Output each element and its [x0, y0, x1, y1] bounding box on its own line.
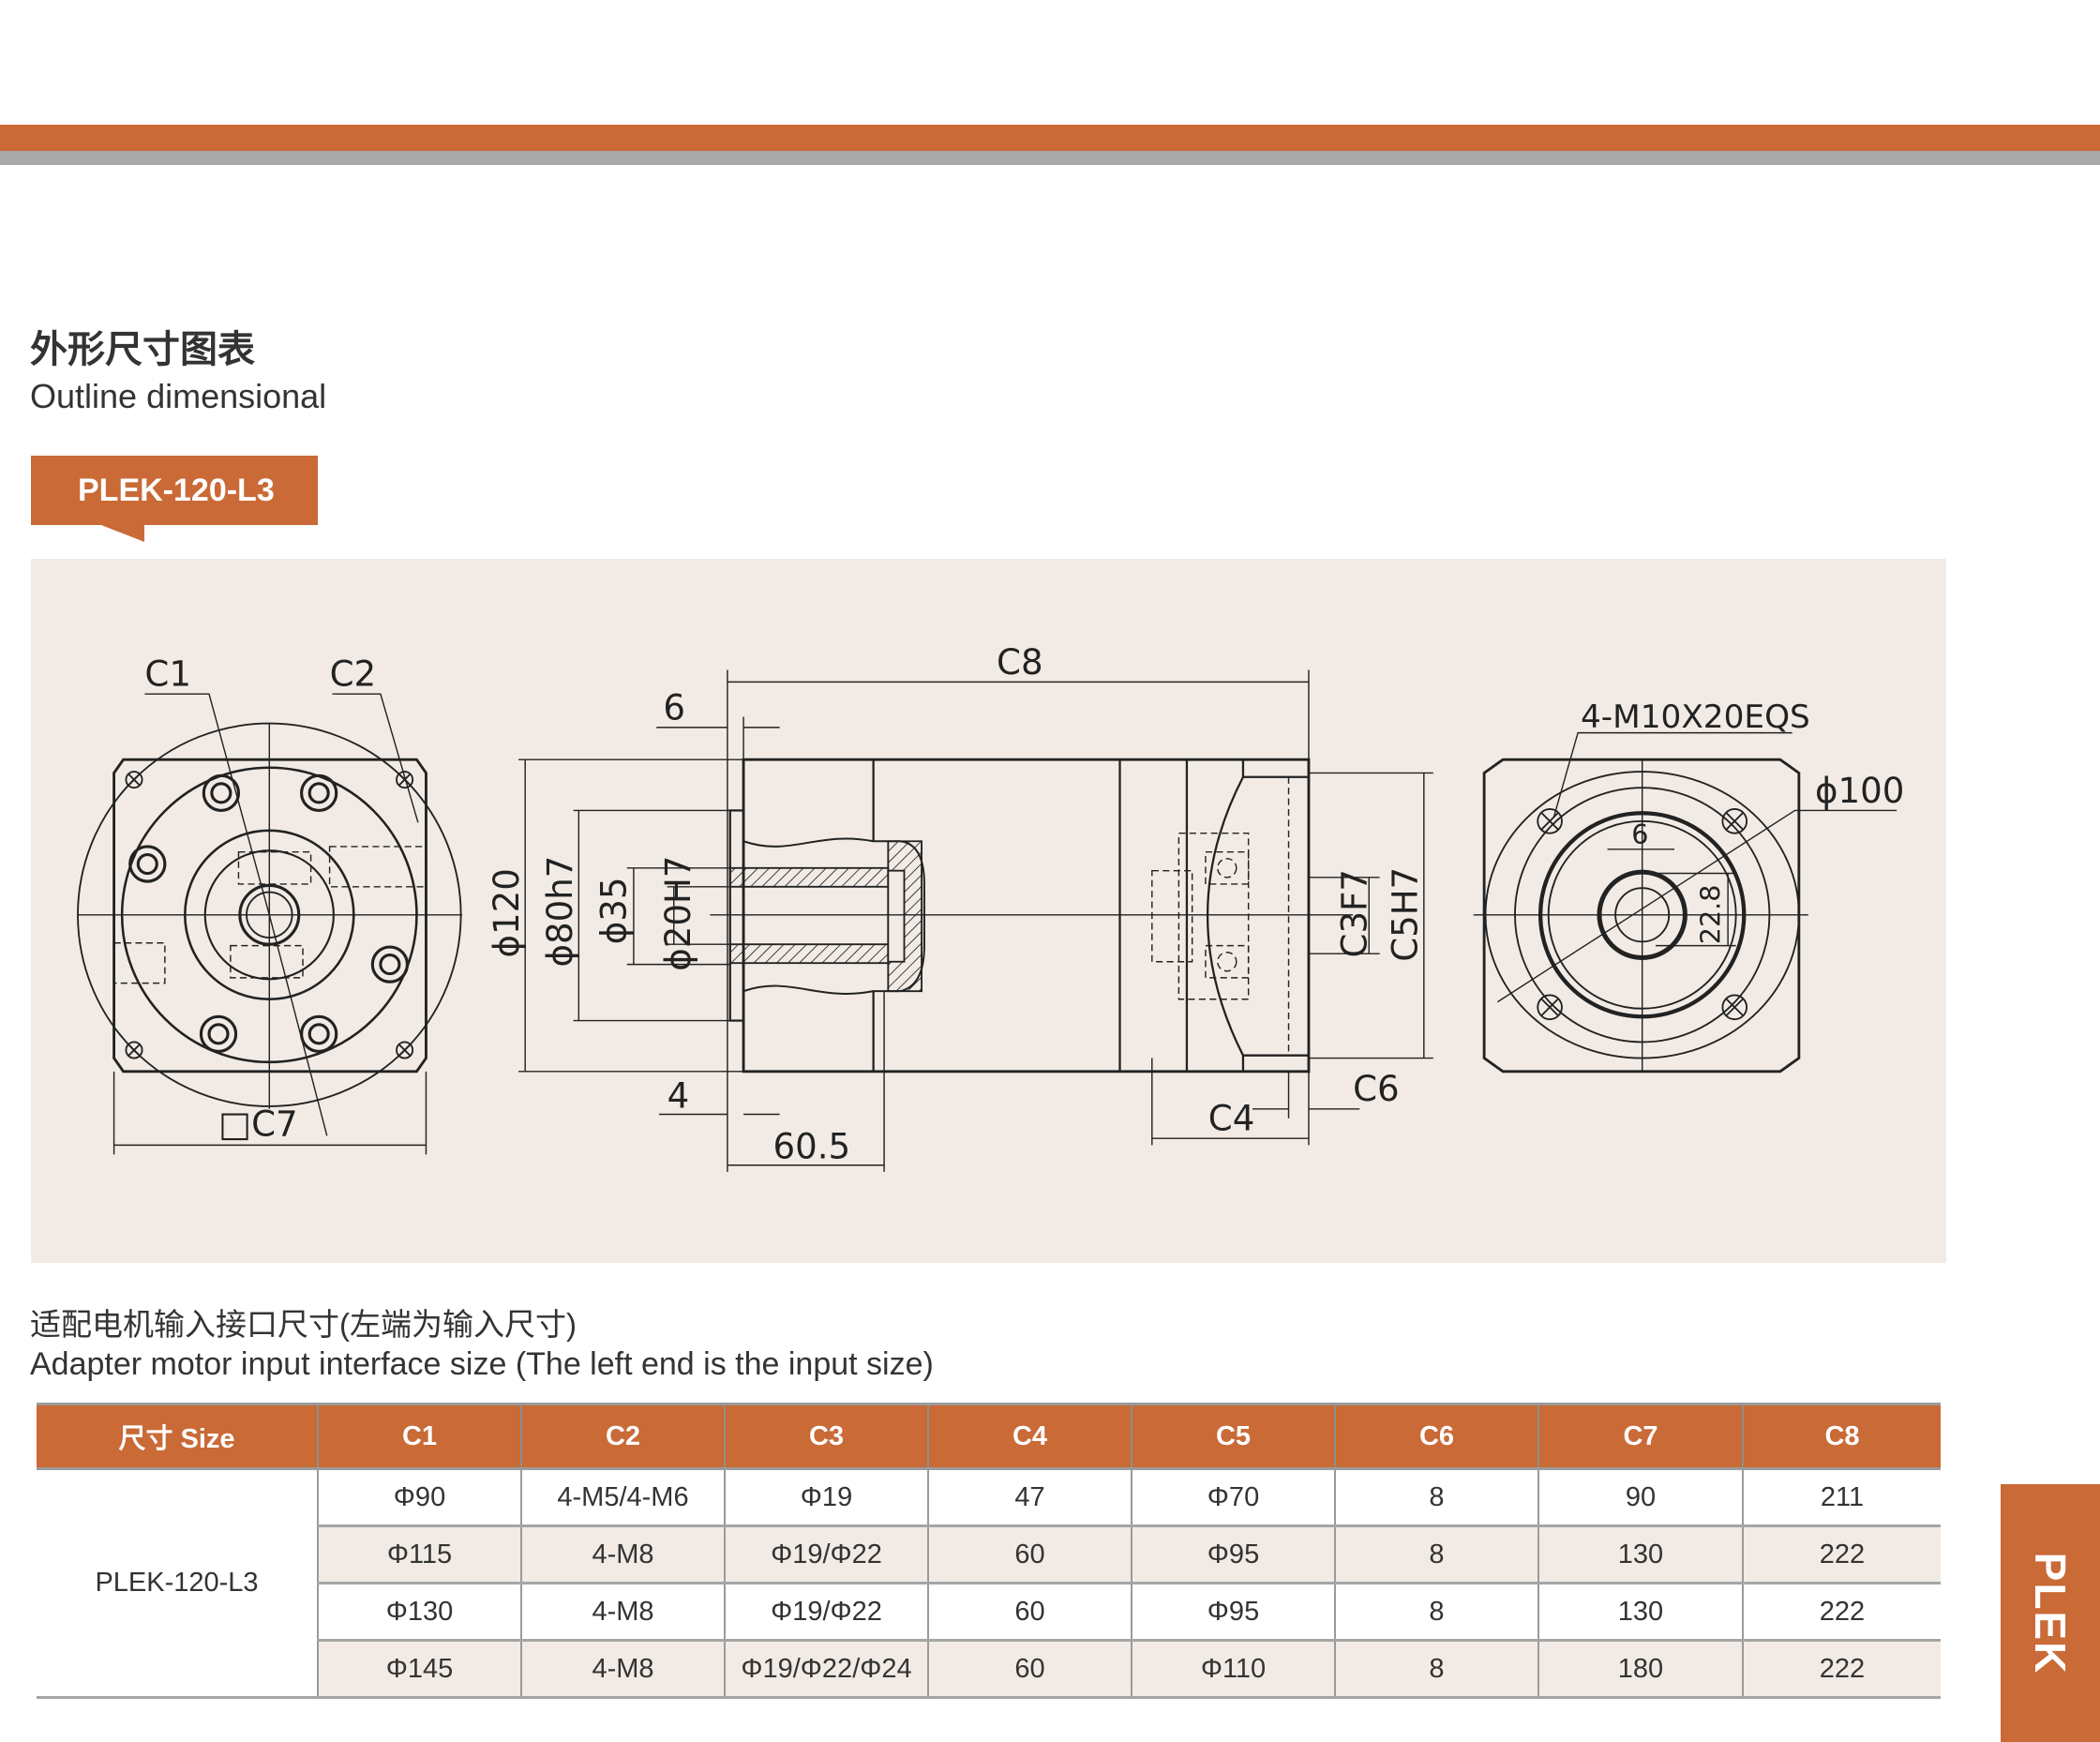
- cell-c2: 4-M5/4-M6: [520, 1468, 725, 1527]
- side-view: C8 6 4 60.5 C4 C6 ϕ120 ϕ80h7 ϕ35 ϕ20H7 C…: [487, 642, 1433, 1172]
- col-header-c2: C2: [520, 1403, 725, 1470]
- cell-c3: Φ19: [724, 1468, 928, 1527]
- cell-c5: Φ95: [1131, 1525, 1335, 1584]
- model-tag: PLEK-120-L3: [31, 456, 318, 525]
- label-d120: ϕ120: [487, 868, 527, 957]
- dimension-drawing: C1 C2 □C7: [77, 642, 1904, 1172]
- table-row: Φ145 4-M8 Φ19/Φ22/Φ24 60 Φ110 8 180 222: [37, 1640, 1941, 1699]
- label-c5h7: C5H7: [1386, 867, 1426, 962]
- label-dim-60-5: 60.5: [772, 1127, 850, 1167]
- cell-c7: 130: [1538, 1525, 1743, 1584]
- cell-c1: Φ145: [317, 1640, 521, 1699]
- cell-c4: 60: [927, 1583, 1132, 1642]
- table-title-cn: 适配电机输入接口尺寸(左端为输入尺寸): [30, 1307, 577, 1342]
- table-header-row: 尺寸 Size C1 C2 C3 C4 C5 C6 C7 C8: [37, 1403, 1941, 1470]
- col-header-c5: C5: [1131, 1403, 1335, 1470]
- brand-side-tab: PLEK: [2001, 1484, 2100, 1742]
- cell-c2: 4-M8: [520, 1525, 725, 1584]
- cell-c7: 180: [1538, 1640, 1743, 1699]
- label-c3f7: C3F7: [1334, 869, 1374, 958]
- cell-c5: Φ70: [1131, 1468, 1335, 1527]
- table-title-en: Adapter motor input interface size (The …: [30, 1346, 934, 1382]
- cell-c8: 222: [1742, 1525, 1941, 1584]
- label-d20h7: ϕ20H7: [658, 856, 698, 971]
- cell-c3: Φ19/Φ22: [724, 1525, 928, 1584]
- label-c4: C4: [1208, 1099, 1255, 1139]
- table-row: PLEK-120-L3 Φ90 4-M5/4-M6 Φ19 47 Φ70 8 9…: [37, 1468, 1941, 1699]
- cell-c8: 222: [1742, 1640, 1941, 1699]
- adapter-size-table: 尺寸 Size C1 C2 C3 C4 C5 C6 C7 C8 PLEK-120…: [37, 1403, 1941, 1699]
- input-end-view: C1 C2 □C7: [77, 654, 463, 1155]
- label-thread: 4-M10X20EQS: [1581, 698, 1810, 736]
- label-dim-4: 4: [668, 1075, 690, 1116]
- cell-c1: Φ115: [317, 1525, 521, 1584]
- header-grey-bar: [0, 151, 2100, 165]
- cell-c1: Φ90: [317, 1468, 521, 1527]
- cell-c6: 8: [1334, 1468, 1538, 1527]
- cell-c2: 4-M8: [520, 1640, 725, 1699]
- table-row: Φ115 4-M8 Φ19/Φ22 60 Φ95 8 130 222: [37, 1525, 1941, 1584]
- cell-c5: Φ110: [1131, 1640, 1335, 1699]
- col-header-c6: C6: [1334, 1403, 1538, 1470]
- header-accent-bar: [0, 125, 2100, 151]
- col-header-size: 尺寸 Size: [37, 1403, 318, 1470]
- label-dim-6: 6: [663, 687, 685, 728]
- model-tag-tail: [101, 525, 144, 542]
- label-key-width: 6: [1631, 818, 1648, 850]
- label-c8: C8: [997, 642, 1043, 683]
- label-c1: C1: [144, 654, 191, 695]
- col-header-c3: C3: [724, 1403, 928, 1470]
- col-header-c4: C4: [927, 1403, 1132, 1470]
- section-title-en: Outline dimensional: [30, 377, 327, 415]
- dimension-drawing-panel: C1 C2 □C7: [31, 559, 1946, 1263]
- size-cell: PLEK-120-L3: [37, 1468, 318, 1699]
- label-c7: □C7: [218, 1104, 298, 1144]
- cell-c5: Φ95: [1131, 1583, 1335, 1642]
- cell-c3: Φ19/Φ22: [724, 1583, 928, 1642]
- label-c6: C6: [1353, 1069, 1400, 1109]
- cell-c7: 130: [1538, 1583, 1743, 1642]
- cell-c8: 222: [1742, 1583, 1941, 1642]
- label-key-height: 22.8: [1695, 885, 1727, 945]
- output-end-view: 4-M10X20EQS ϕ100 6 22.8: [1473, 698, 1904, 1074]
- cell-c3: Φ19/Φ22/Φ24: [724, 1640, 928, 1699]
- label-d35: ϕ35: [593, 877, 634, 944]
- cell-c7: 90: [1538, 1468, 1743, 1527]
- cell-c6: 8: [1334, 1525, 1538, 1584]
- label-d80h7: ϕ80h7: [540, 856, 580, 968]
- cell-c4: 60: [927, 1640, 1132, 1699]
- cell-c6: 8: [1334, 1640, 1538, 1699]
- col-header-c8: C8: [1742, 1403, 1941, 1470]
- label-c2: C2: [330, 654, 377, 695]
- col-header-c1: C1: [317, 1403, 521, 1470]
- brand-side-tab-label: PLEK: [2026, 1552, 2075, 1674]
- cell-c4: 47: [927, 1468, 1132, 1527]
- table-row: Φ130 4-M8 Φ19/Φ22 60 Φ95 8 130 222: [37, 1583, 1941, 1642]
- cell-c4: 60: [927, 1525, 1132, 1584]
- cell-c8: 211: [1742, 1468, 1941, 1527]
- label-d100: ϕ100: [1815, 771, 1904, 811]
- cell-c2: 4-M8: [520, 1583, 725, 1642]
- cell-c1: Φ130: [317, 1583, 521, 1642]
- cell-c6: 8: [1334, 1583, 1538, 1642]
- col-header-c7: C7: [1538, 1403, 1743, 1470]
- section-title-cn: 外形尺寸图表: [30, 329, 255, 370]
